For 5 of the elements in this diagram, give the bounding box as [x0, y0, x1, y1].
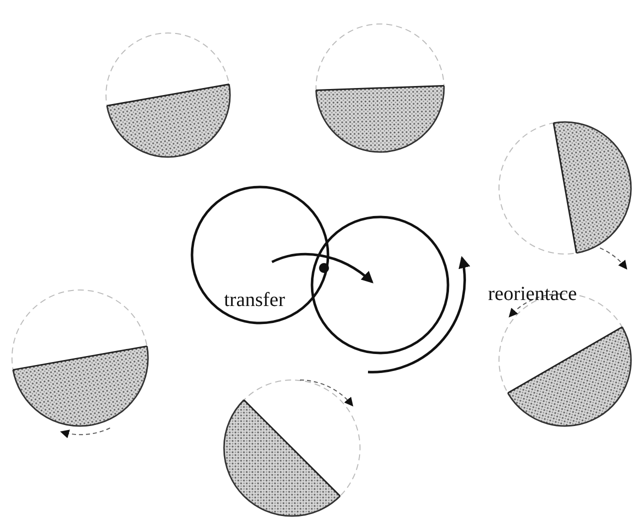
arrow	[272, 253, 374, 284]
rotation-label: reorientace	[488, 284, 577, 304]
edge-label: transfer	[224, 290, 286, 310]
circle	[190, 185, 330, 325]
circle	[310, 215, 450, 355]
